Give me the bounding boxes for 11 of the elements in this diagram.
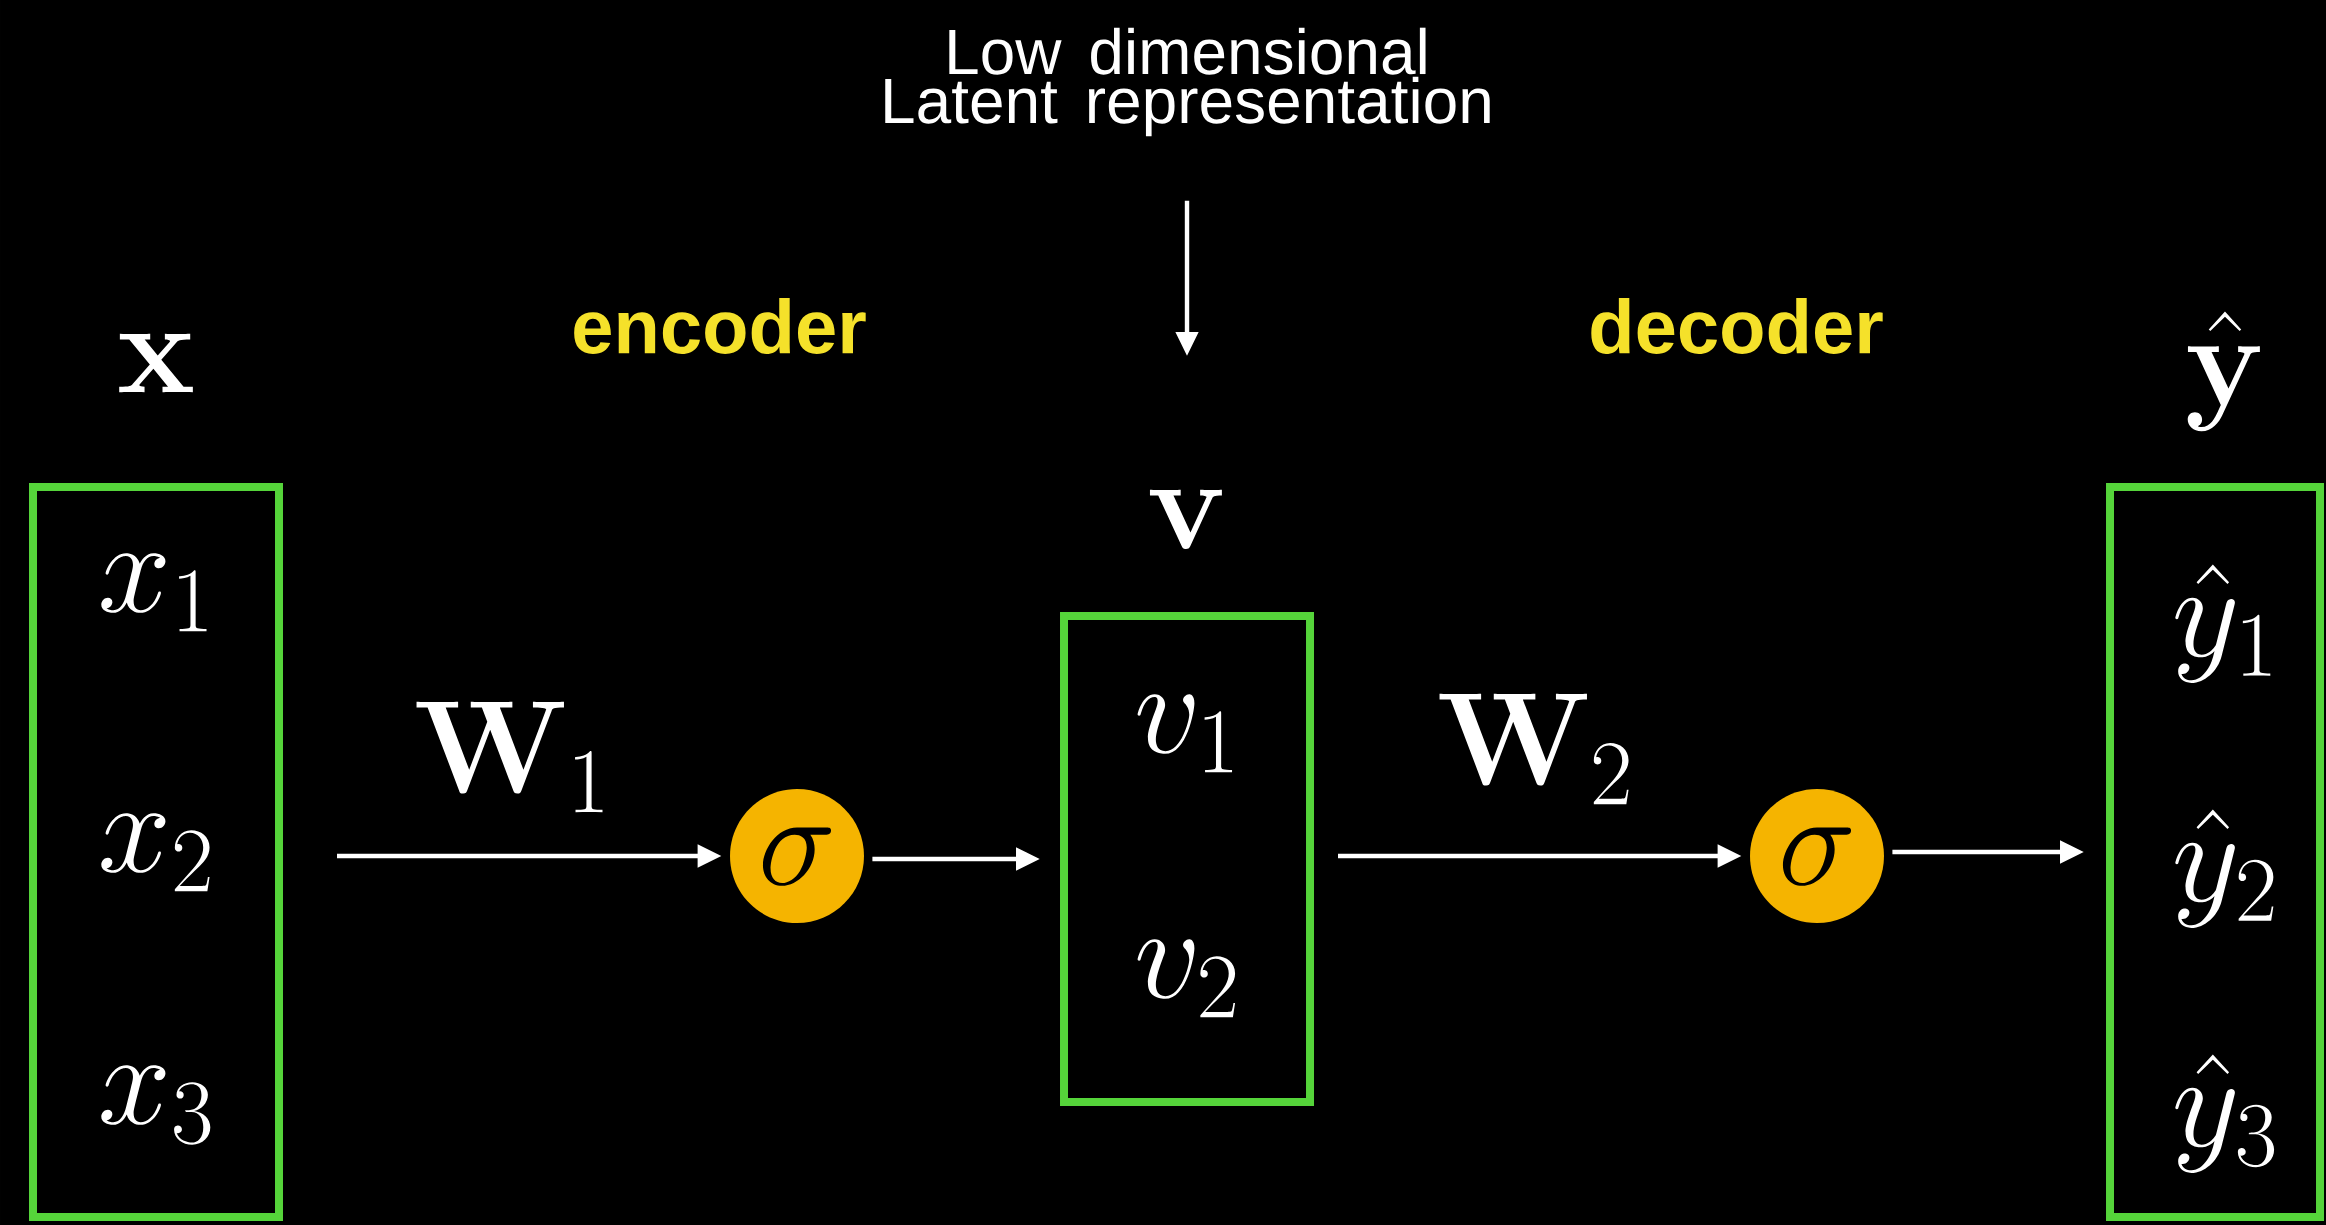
weight-label: $\mathbf{W}_1$ — [416, 701, 603, 813]
vector-box: $\mathbf{v}$ $v_1$ $v_2$ — [1060, 489, 1314, 1106]
section-label: decoder — [1591, 298, 1883, 354]
section-label: encoder — [574, 298, 866, 354]
annotation-text: Low dimensional Latent representation — [885, 27, 1490, 137]
node-label: $\mathbf{v}$ — [1149, 489, 1222, 549]
weight-label: $\mathbf{W}_2$ — [1439, 693, 1629, 805]
vector-box: $\hat{\mathbf{y}}$ $\hat{y}_1$ $\hat{y}_2$ $\hat{y}_3$ — [2106, 311, 2324, 1221]
node-label: $\mathbf{x}$ — [119, 333, 193, 393]
vector-box: $\mathbf{x}$ $x_1$ $x_2$ $x_3$ — [29, 333, 283, 1221]
node-label: $\hat{\mathbf{y}}$ — [2187, 311, 2260, 432]
